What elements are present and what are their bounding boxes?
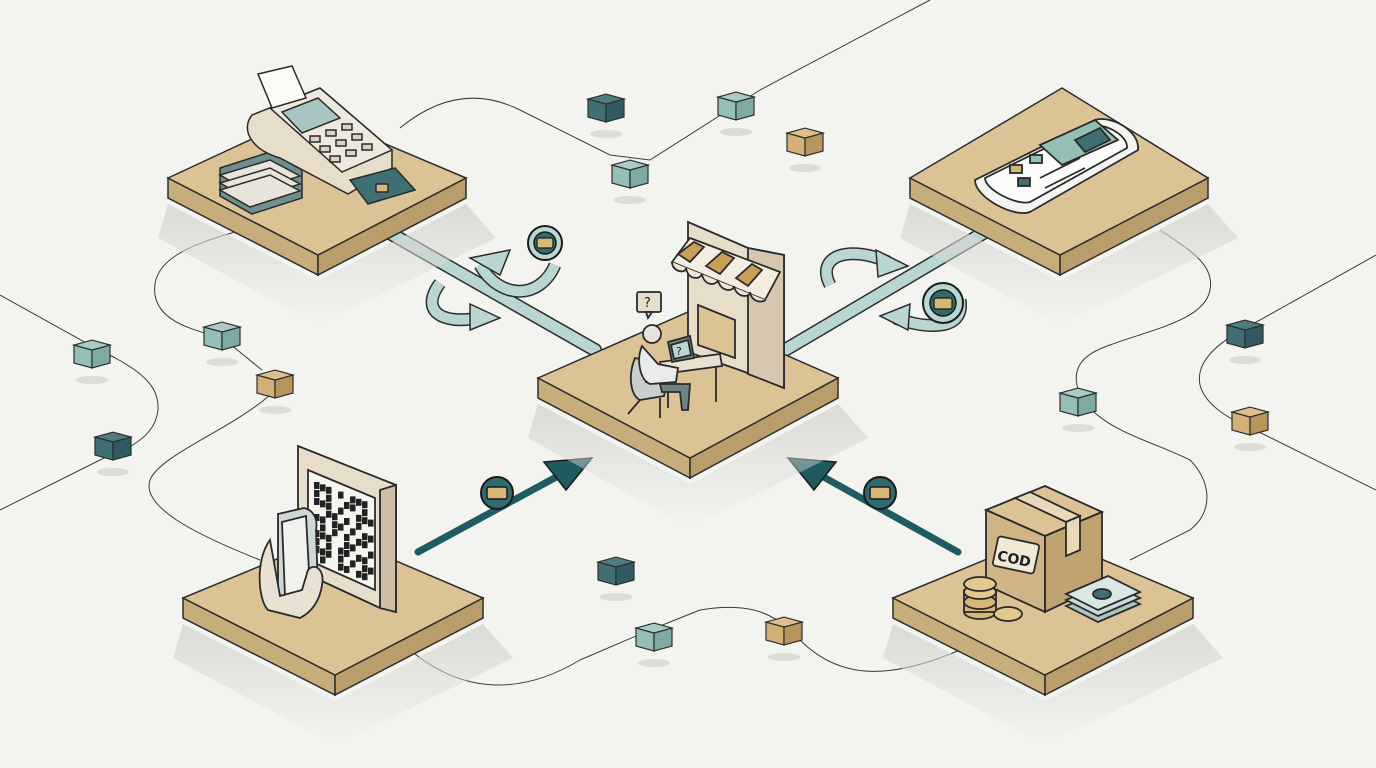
cube-light <box>71 339 113 384</box>
qr-module <box>362 565 368 573</box>
cube-dark <box>92 431 134 476</box>
mobile-wallet-icon <box>974 118 1139 214</box>
qr-module <box>338 507 344 515</box>
qr-module <box>350 496 356 504</box>
qr-module <box>362 557 368 565</box>
cube-dark <box>595 556 637 601</box>
qr-module <box>320 516 326 524</box>
qr-module <box>344 566 350 573</box>
qr-module <box>344 518 350 525</box>
qr-module <box>362 541 368 549</box>
cod-label: COD <box>996 548 1032 571</box>
decorative-cubes <box>71 91 1271 667</box>
qr-module <box>344 502 350 509</box>
qr-module <box>356 514 362 522</box>
person-at-desk-icon <box>627 324 724 418</box>
qr-module <box>338 523 344 531</box>
coin-token-left <box>480 476 514 510</box>
cube-light <box>715 91 757 136</box>
platform-card-terminal <box>158 111 496 325</box>
qr-module <box>314 490 320 497</box>
qr-module <box>338 555 344 563</box>
qr-module <box>344 534 350 541</box>
cod-box-icon: COD <box>963 485 1143 623</box>
qr-module <box>344 550 350 557</box>
qr-module <box>344 542 350 549</box>
cube-light <box>633 622 675 667</box>
refresh-arrows-left <box>425 225 563 332</box>
qr-module <box>320 484 326 492</box>
qr-module <box>338 563 344 571</box>
qr-module <box>314 498 320 505</box>
qr-module <box>350 504 356 512</box>
qr-module <box>362 573 368 581</box>
cube-dark <box>585 93 627 138</box>
storefront-icon: ? ? <box>627 220 785 418</box>
qr-module <box>350 544 356 552</box>
cube-tan <box>784 127 826 172</box>
cube-tan <box>254 369 296 414</box>
qr-module <box>320 548 326 556</box>
qr-module <box>332 529 338 537</box>
cube-dark <box>1224 319 1266 364</box>
question-mark-laptop: ? <box>676 345 682 358</box>
coin-refresh-left <box>527 225 563 261</box>
qr-module <box>326 510 332 518</box>
qr-module <box>362 501 368 509</box>
qr-module <box>320 556 326 564</box>
cube-tan <box>763 616 805 661</box>
qr-module <box>326 486 332 494</box>
cube-tan <box>1229 406 1271 451</box>
qr-module <box>350 528 356 536</box>
coin-refresh-right <box>922 282 964 324</box>
qr-module <box>332 513 338 521</box>
refresh-arrows-right <box>820 247 967 332</box>
qr-module <box>320 532 326 540</box>
qr-module <box>356 498 362 506</box>
qr-module <box>320 500 326 508</box>
qr-module <box>314 482 320 489</box>
qr-module <box>356 538 362 546</box>
platform-qr-payment <box>173 534 513 745</box>
qr-module <box>362 533 368 541</box>
qr-module <box>356 570 362 578</box>
qr-module <box>368 551 374 559</box>
qr-module <box>326 542 332 550</box>
cube-light <box>201 321 243 366</box>
qr-module <box>356 522 362 530</box>
qr-module <box>326 550 332 558</box>
question-bubble-left: ? <box>636 291 662 321</box>
svg-text:?: ? <box>644 296 651 311</box>
qr-module <box>356 554 362 562</box>
qr-module <box>332 521 338 529</box>
banknotes-icon <box>1063 575 1143 623</box>
cube-light <box>1057 387 1099 432</box>
qr-module <box>362 509 368 517</box>
qr-module <box>368 519 374 527</box>
qr-module <box>368 535 374 543</box>
qr-module <box>362 517 368 525</box>
qr-module <box>314 514 320 521</box>
cube-light <box>609 159 651 204</box>
qr-module <box>338 491 344 499</box>
coin-token-right <box>863 476 897 510</box>
qr-code-icon <box>258 444 397 619</box>
qr-module <box>338 547 344 555</box>
qr-module <box>368 567 374 575</box>
card-terminal-icon <box>218 65 417 215</box>
qr-module <box>350 560 356 568</box>
coin-stack-icon <box>963 576 1023 622</box>
qr-module <box>320 524 326 532</box>
qr-module <box>326 534 332 542</box>
qr-module <box>326 494 332 502</box>
qr-module <box>326 502 332 510</box>
